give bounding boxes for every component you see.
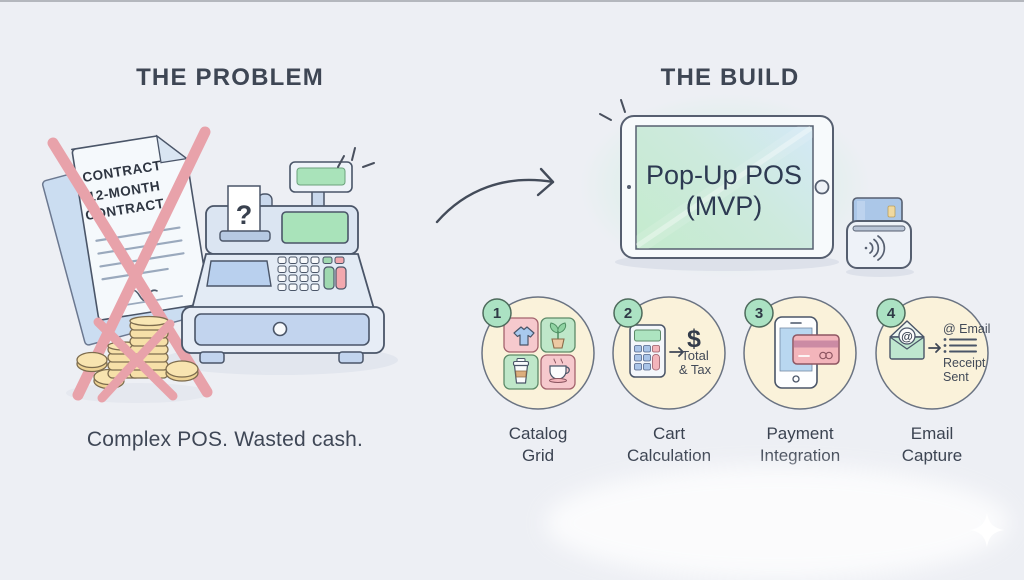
function-key-red-small: [334, 256, 345, 264]
drawer-keyhole: [272, 321, 288, 337]
feature-cart-calculation: $ Total & Tax 2 Cart Calculation: [604, 290, 734, 467]
payment-integration-icon: 3: [743, 296, 857, 410]
function-key-green-tall: [323, 266, 335, 290]
step-number: 2: [624, 305, 632, 322]
catalog-grid-icon: 1: [481, 296, 595, 410]
build-title: THE BUILD: [660, 64, 800, 91]
teacup-icon: [549, 358, 570, 383]
register-foot-right: [338, 351, 364, 364]
credit-card-icon: [792, 334, 840, 365]
problem-illustration: CONTRACT 12-MONTH CONTRACT ?: [41, 126, 398, 403]
feature-label: Cart Calculation: [626, 424, 712, 465]
home-button: [814, 179, 830, 195]
card-highlight: [857, 201, 865, 229]
receipt-paper: [227, 185, 261, 239]
build-illustration: Pop-Up POS (MVP): [580, 94, 914, 278]
keypad: [277, 256, 320, 291]
bottom-highlight: [545, 466, 1010, 580]
body-display-screen: [281, 211, 349, 244]
reader-shadow: [846, 267, 914, 277]
pos-tablet: Pop-Up POS (MVP): [620, 115, 834, 259]
tablet-screen-text-2: (MVP): [686, 191, 763, 221]
envelope-icon: @: [889, 320, 925, 360]
card-chip: [887, 205, 896, 218]
receipt-note: Receipt: [943, 356, 986, 370]
dollar-sign: $: [687, 325, 701, 353]
step-badge: 4: [876, 298, 906, 328]
tax-note: & Tax: [679, 362, 712, 377]
top-display-screen: [296, 167, 346, 186]
step-number: 4: [887, 305, 896, 322]
receipt-slot: [219, 230, 271, 242]
receipt-lines: [943, 338, 977, 353]
calculator-icon: [629, 324, 666, 378]
reader-body: [846, 220, 912, 269]
step-badge: 2: [613, 298, 643, 328]
feature-label: Catalog Grid: [508, 424, 568, 465]
receipt-question-mark: ?: [236, 200, 253, 230]
card-reader: [846, 197, 912, 269]
arrow-right-icon: [669, 347, 684, 357]
email-note: @ Email: [943, 322, 990, 336]
email-capture-icon: @ @ Email Receipt Sent 4: [875, 296, 990, 410]
transition-arrow-icon: [435, 167, 555, 224]
tablet-screen-text-1: Pop-Up POS: [646, 160, 802, 190]
problem-title: THE PROBLEM: [136, 64, 324, 91]
operator-screen: [206, 260, 272, 287]
feature-label: Payment Integration: [759, 424, 841, 465]
function-key-red-tall: [335, 266, 347, 290]
step-number: 3: [755, 305, 763, 322]
screen-glare: [636, 126, 813, 249]
feature-catalog-grid: 1 Catalog Grid: [473, 290, 603, 467]
coins-cross-icon: [93, 317, 178, 403]
register-foot-left: [199, 351, 225, 364]
sparkle-star-icon: [969, 512, 1005, 548]
arrow-right-icon: [928, 343, 941, 353]
contactless-icon: [864, 235, 886, 261]
tshirt-icon: [513, 326, 535, 346]
feature-payment-integration: 3 Payment Integration: [735, 290, 865, 467]
tablet-screen: [635, 125, 814, 250]
feature-label: Email Capture: [901, 424, 963, 465]
togo-cup-icon: [512, 358, 530, 384]
sparkle-icon: [599, 99, 626, 121]
total-note: Total: [681, 348, 709, 363]
at-symbol: @: [901, 330, 913, 344]
step-badge: 3: [744, 298, 774, 328]
step-number: 1: [493, 305, 501, 322]
folded-corner: [155, 134, 189, 164]
camera-dot: [627, 185, 631, 189]
cart-calculation-icon: $ Total & Tax 2: [612, 296, 726, 410]
step-badge: 1: [482, 298, 512, 328]
sparkle-icon: [337, 147, 375, 168]
cash-register: ?: [181, 147, 385, 364]
function-key-green-small: [322, 256, 333, 264]
top-edge-line: [0, 0, 1024, 2]
problem-caption: Complex POS. Wasted cash.: [86, 428, 364, 451]
card-slot: [852, 225, 906, 232]
plant-icon: [549, 322, 567, 349]
feature-email-capture: @ @ Email Receipt Sent 4 Email Capture: [867, 290, 997, 467]
sent-note: Sent: [943, 370, 969, 384]
